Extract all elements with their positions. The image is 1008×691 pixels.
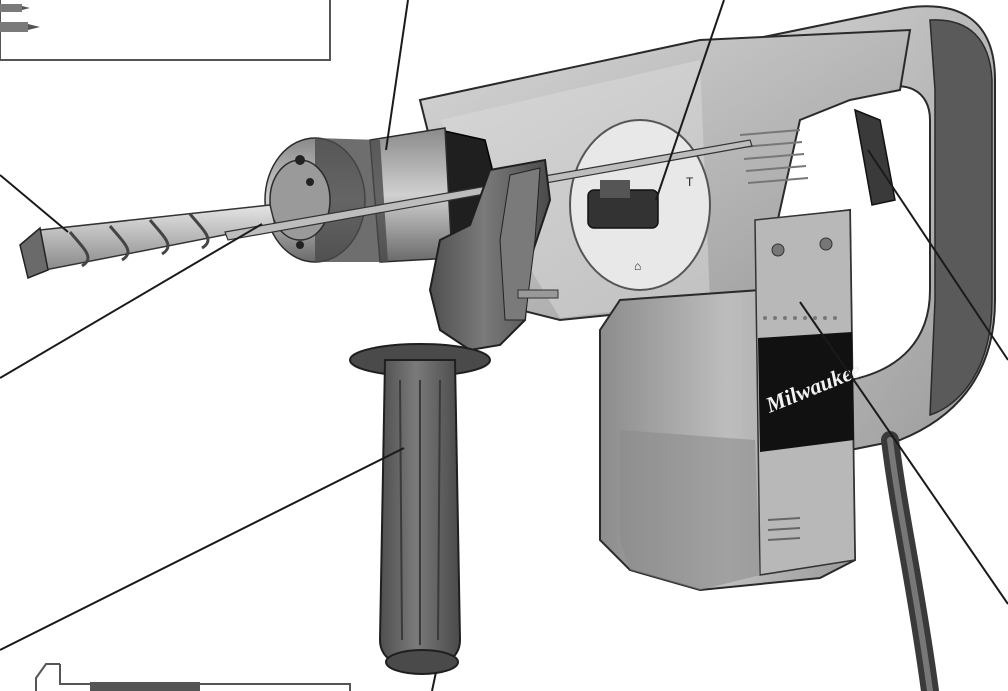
brand-logo-plate: Milwaukee (758, 332, 865, 452)
power-cord (881, 431, 939, 691)
selector-symbol-icon: ⌂ (634, 259, 641, 273)
line-to-drill-bit (0, 174, 69, 233)
side-handle-clamp (428, 158, 559, 352)
selector-symbol-icon: T (686, 175, 694, 189)
line-to-depth-rod (0, 223, 263, 379)
inset-bit-icon (0, 22, 28, 32)
line-to-handle-bottom (431, 671, 437, 691)
line-to-side-handle (0, 447, 405, 651)
bottom-inset-box (35, 663, 351, 691)
drill-bit (19, 204, 276, 280)
side-handle (349, 343, 491, 675)
line-to-chuck-collar (385, 0, 409, 151)
line-to-mode-selector-knob (655, 0, 725, 201)
mode-selector-knob: T ⌂ (569, 119, 711, 291)
trigger (854, 108, 896, 206)
line-to-trigger (867, 149, 1008, 361)
chuck-collar (264, 127, 501, 263)
rear-handle (697, 5, 996, 452)
bit-types-inset-box (0, 0, 331, 61)
inset-bit-icon (0, 4, 22, 12)
line-to-motor-housing-panel (799, 301, 1008, 605)
